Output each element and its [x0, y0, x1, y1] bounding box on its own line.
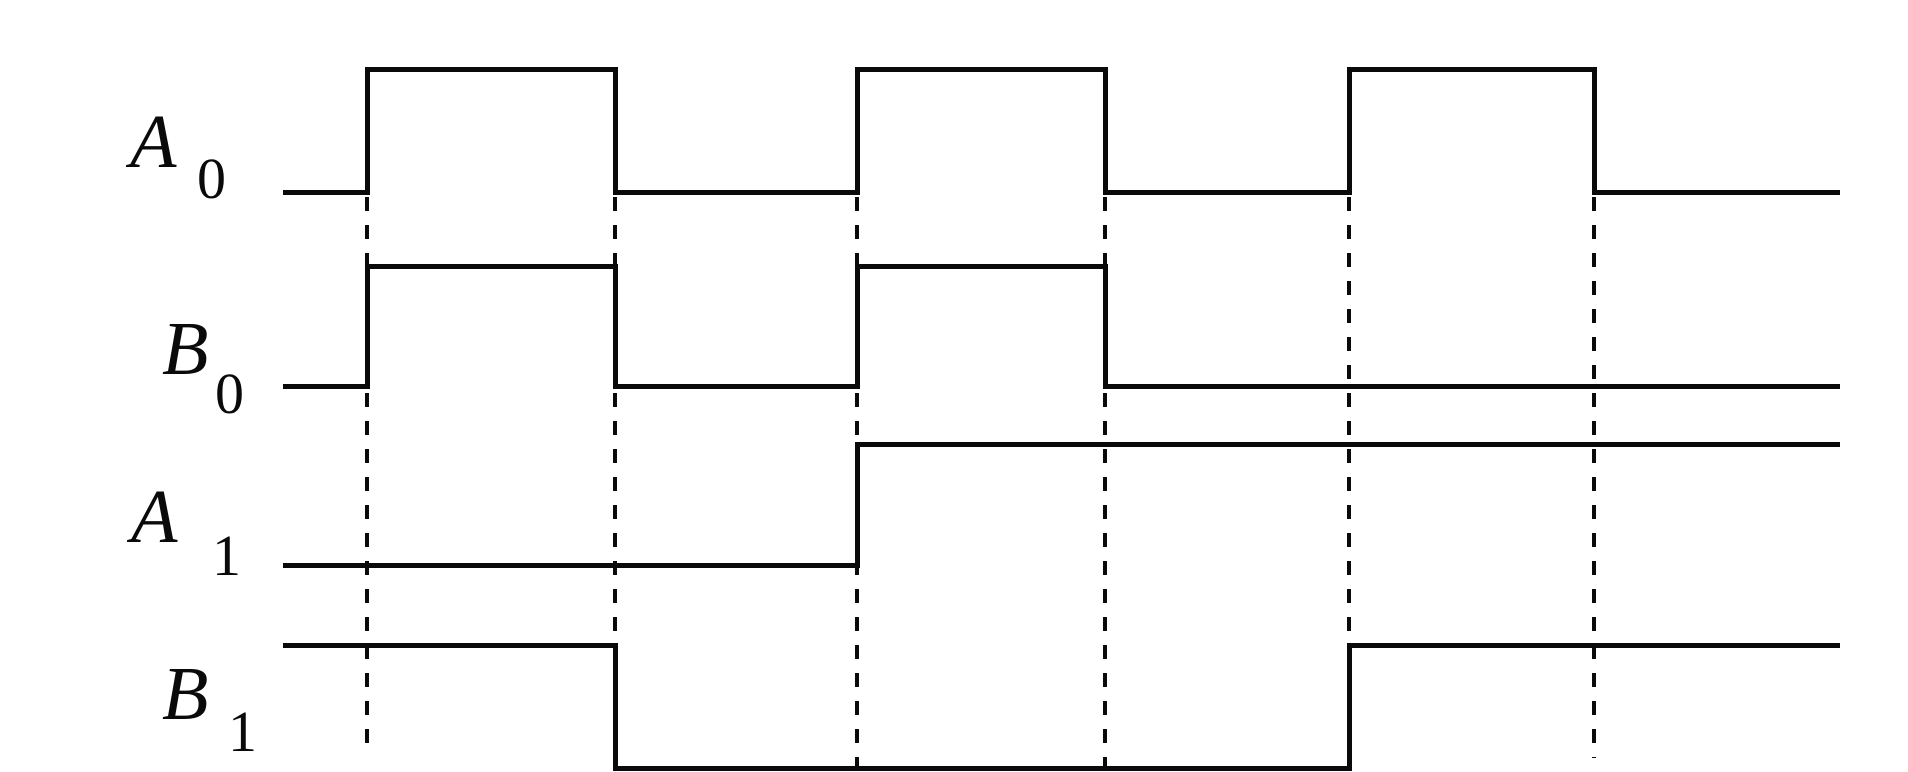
signal-a0-segment [283, 190, 365, 195]
signal-b1-segment [613, 766, 1347, 771]
dashed-guide-line-2 [613, 197, 617, 641]
signal-label-b0-subscript: 0 [215, 361, 244, 426]
signal-b0-segment [613, 384, 855, 389]
signal-a0-edge [1103, 67, 1108, 195]
signal-a0-segment [1592, 190, 1840, 195]
dashed-guide-line-5 [1347, 197, 1351, 641]
signal-a0-segment [1347, 67, 1592, 72]
signal-b0-segment [283, 384, 365, 389]
signal-a0-edge [855, 67, 860, 195]
signal-b1-segment [1347, 643, 1840, 648]
signal-label-b1-subscript: 1 [228, 699, 257, 764]
signal-label-b0: B [162, 307, 209, 391]
signal-b1-edge [613, 643, 618, 771]
signal-a0-edge [365, 67, 370, 195]
signal-b0-edge [613, 264, 618, 389]
signal-a0-edge [1592, 67, 1597, 195]
signal-a0-segment [855, 67, 1103, 72]
signal-label-a1: A [131, 475, 178, 559]
signal-a0-edge [1347, 67, 1352, 195]
signal-a0-segment [613, 190, 855, 195]
signal-b0-edge [855, 264, 860, 389]
signal-b0-segment [365, 264, 613, 269]
dashed-guide-line-4 [1103, 197, 1107, 766]
signal-b0-segment [1103, 384, 1840, 389]
signal-b1-edge [1347, 643, 1352, 771]
signal-a0-segment [365, 67, 613, 72]
signal-b0-segment [855, 264, 1103, 269]
signal-a0-segment [1103, 190, 1347, 195]
signal-label-a1-subscript: 1 [212, 523, 241, 588]
dashed-guide-line-6 [1592, 197, 1596, 758]
dashed-guide-line-1 [365, 197, 369, 755]
signal-label-a0: A [130, 100, 177, 184]
signal-a1-edge [855, 442, 860, 568]
signal-b1-segment [283, 643, 613, 648]
signal-label-b1: B [162, 652, 209, 736]
signal-label-a0-subscript: 0 [197, 146, 226, 211]
signal-b0-edge [365, 264, 370, 389]
signal-a1-segment [855, 442, 1840, 447]
signal-a1-segment [283, 563, 855, 568]
signal-b0-edge [1103, 264, 1108, 389]
signal-a0-edge [613, 67, 618, 195]
